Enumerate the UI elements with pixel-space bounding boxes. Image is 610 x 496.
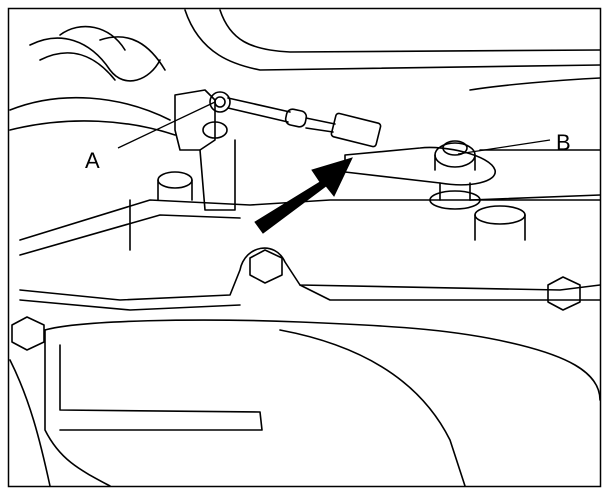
lower-pan-3: [59, 344, 263, 431]
right-body: [469, 77, 601, 91]
upper-contour: [184, 9, 601, 71]
tray-front-2: [19, 299, 241, 311]
wire-harness-3: [59, 25, 126, 51]
mount-bracket: [174, 89, 216, 151]
upper-panel: [9, 96, 171, 121]
callout-label-a: A: [85, 148, 100, 173]
boss-1-side: [157, 179, 193, 201]
lower-pan-4: [279, 329, 466, 487]
lever-nut-top: [442, 140, 468, 156]
shift-rod: [227, 97, 291, 113]
mount-bolt: [202, 121, 228, 139]
bushing-a: [209, 91, 231, 113]
lower-pan-5: [9, 359, 51, 487]
tray-top-edge: [19, 199, 601, 241]
mount-post: [199, 139, 236, 211]
bushing-a-inner: [214, 96, 226, 108]
stud: [439, 182, 471, 201]
rod-end-2: [305, 127, 334, 133]
tray-bolt-3: [11, 316, 45, 351]
lower-pan: [44, 319, 601, 401]
boss-2-side: [474, 214, 526, 241]
lever-washer: [429, 190, 481, 210]
tray-bolt-2: [547, 276, 581, 311]
lever-arm: [344, 146, 496, 186]
leader-line-b: [457, 139, 551, 155]
boss-2: [474, 205, 526, 225]
lever-nut-side: [434, 154, 476, 171]
shift-rod-2: [227, 107, 289, 123]
tray-edge-2: [19, 214, 241, 256]
callout-label-b: B: [556, 130, 571, 155]
direction-arrow-icon: [254, 157, 353, 234]
wire-harness: [29, 37, 161, 82]
leader-line-a: [117, 101, 216, 149]
boss-1: [157, 171, 193, 189]
image-border: [7, 7, 602, 488]
right-body-3: [469, 194, 601, 201]
wire-harness-4: [99, 36, 166, 71]
tray-bolt-1: [249, 249, 283, 284]
rod-sleeve: [284, 108, 308, 128]
upper-panel-2: [9, 120, 176, 136]
wire-harness-2: [39, 52, 116, 81]
rod-connector: [330, 112, 382, 148]
rod-end: [305, 117, 336, 125]
upper-contour-2: [219, 9, 601, 53]
tray-front: [19, 247, 601, 301]
lower-pan-2: [44, 329, 111, 487]
